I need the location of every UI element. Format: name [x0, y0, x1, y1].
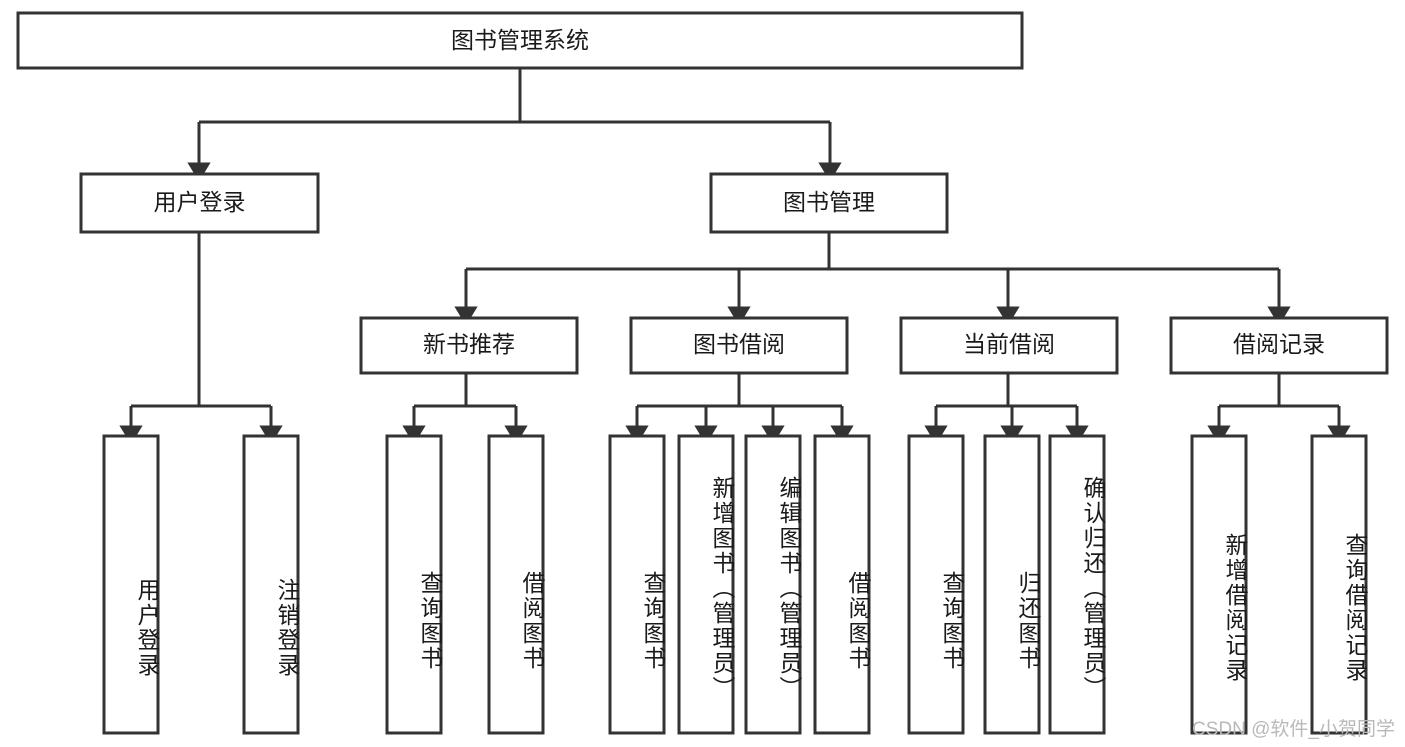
node-current-borrow-box[interactable]	[899, 316, 1119, 375]
connector-group-borrow-record	[1207, 373, 1351, 445]
connector-group-root	[187, 68, 842, 182]
node-borrow-record-box[interactable]	[1169, 316, 1389, 375]
connector-group-book-borrow	[625, 373, 854, 445]
connector-group-new-book-recommend	[402, 373, 528, 445]
leaf-user-login-box[interactable]	[102, 434, 160, 735]
node-borrow-record-label: 借阅记录	[1233, 331, 1325, 357]
leaf-edit-book-box[interactable]	[744, 434, 802, 735]
leaf-borrow-book-recommend-box[interactable]	[487, 434, 545, 735]
node-book-management-label: 图书管理	[783, 189, 875, 215]
node-current-borrow[interactable]: 当前借阅	[899, 316, 1119, 375]
node-borrow-record[interactable]: 借阅记录	[1169, 316, 1389, 375]
node-book-borrow-box[interactable]	[629, 316, 849, 375]
node-book-borrow-label: 图书借阅	[693, 331, 785, 357]
leaf-query-book-recommend-box[interactable]	[385, 434, 443, 735]
leaf-query-book-borrow-box[interactable]	[608, 434, 666, 735]
node-new-book-recommend-box[interactable]	[359, 316, 579, 375]
connector-group-current-borrow	[924, 373, 1089, 445]
node-new-book-recommend[interactable]: 新书推荐	[359, 316, 579, 375]
node-book-borrow[interactable]: 图书借阅	[629, 316, 849, 375]
node-user-login[interactable]: 用户登录	[79, 172, 320, 234]
leaf-add-book-box[interactable]	[677, 434, 735, 735]
node-root-box[interactable]	[16, 11, 1024, 70]
leaf-confirm-return-box[interactable]	[1048, 434, 1106, 735]
connector-group-book-management	[454, 232, 1291, 326]
leaf-borrow-book-box[interactable]	[813, 434, 871, 735]
leaf-return-book-box[interactable]	[983, 434, 1041, 735]
node-user-login-box[interactable]	[79, 172, 320, 234]
node-user-login-label: 用户登录	[154, 189, 246, 215]
leaf-boxes-group	[102, 434, 1368, 735]
node-root[interactable]: 图书管理系统	[16, 11, 1024, 70]
csdn-watermark: CSDN @软件_小贺同学	[1192, 719, 1395, 740]
node-book-management-box[interactable]	[709, 172, 949, 234]
leaf-query-borrow-record-box[interactable]	[1310, 434, 1368, 735]
leaf-query-book-current-box[interactable]	[907, 434, 965, 735]
node-root-label: 图书管理系统	[451, 27, 589, 53]
leaf-logout-box[interactable]	[242, 434, 300, 735]
leaf-add-borrow-record-box[interactable]	[1190, 434, 1248, 735]
node-new-book-recommend-label: 新书推荐	[423, 331, 515, 357]
node-book-management[interactable]: 图书管理	[709, 172, 949, 234]
node-current-borrow-label: 当前借阅	[963, 331, 1055, 357]
connector-group-user-login	[119, 232, 283, 445]
